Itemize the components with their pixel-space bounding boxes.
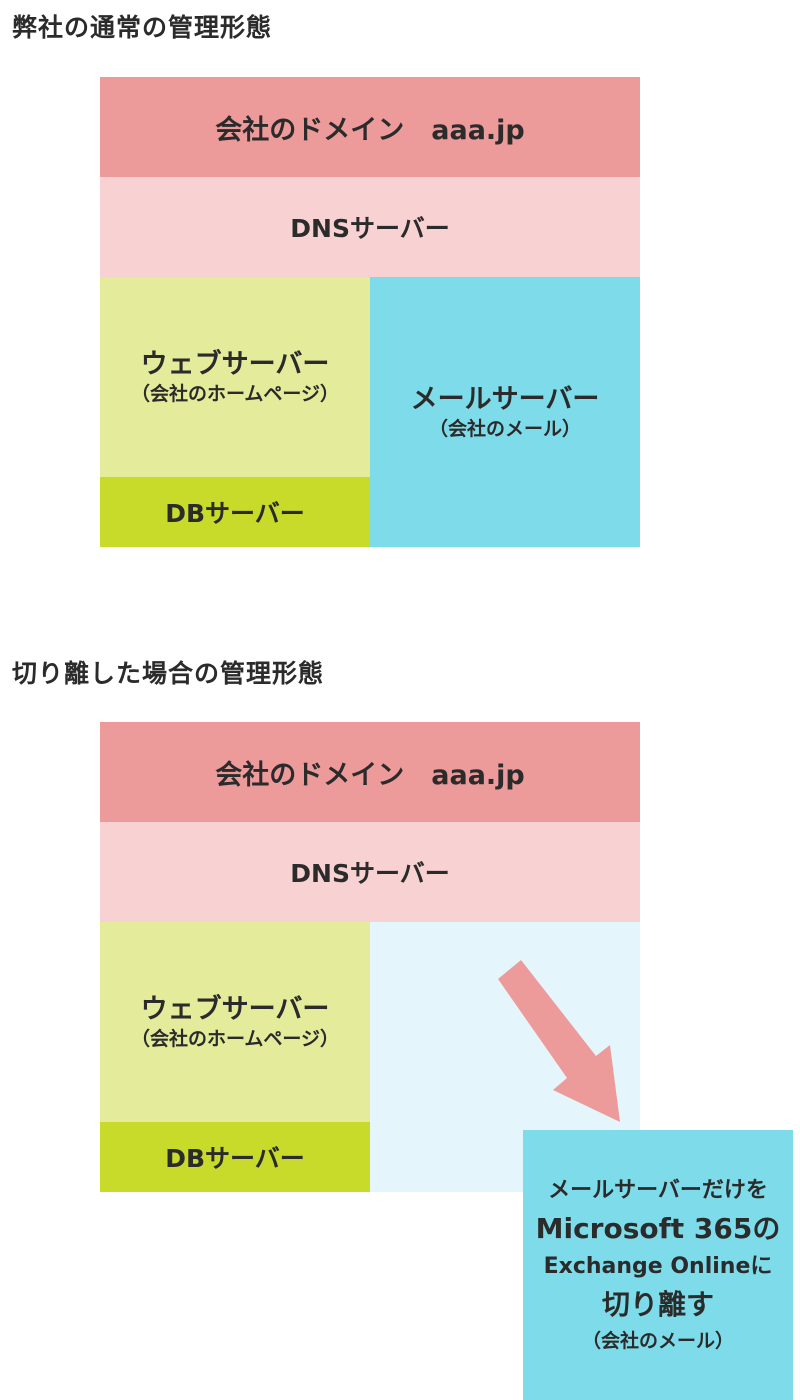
- exchange-online-callout: メールサーバーだけを Microsoft 365の Exchange Onlin…: [523, 1130, 793, 1400]
- web-server-box: ウェブサーバー （会社のホームページ）: [100, 277, 370, 477]
- callout-line-2: Microsoft 365の: [535, 1212, 781, 1245]
- web-server-label: ウェブサーバー: [140, 349, 330, 380]
- callout-line-5: （会社のメール）: [581, 1330, 734, 1352]
- dns-server-box-2: DNSサーバー: [100, 822, 640, 922]
- db-server-label: DBサーバー: [165, 499, 305, 528]
- callout-line-3: Exchange Onlineに: [543, 1254, 773, 1279]
- db-server-box-2: DBサーバー: [100, 1122, 370, 1192]
- callout-line-4: 切り離す: [601, 1288, 714, 1321]
- section-title-normal: 弊社の通常の管理形態: [12, 13, 273, 42]
- arrow-shape: [498, 960, 620, 1122]
- mail-server-label: メールサーバー: [410, 384, 600, 415]
- dns-server-box: DNSサーバー: [100, 177, 640, 277]
- mail-server-box: メールサーバー （会社のメール）: [370, 277, 640, 547]
- web-server-sublabel-2: （会社のホームページ）: [130, 1028, 340, 1050]
- web-server-label-2: ウェブサーバー: [140, 994, 330, 1025]
- web-server-sublabel: （会社のホームページ）: [130, 383, 340, 405]
- dns-server-label-2: DNSサーバー: [290, 859, 450, 888]
- dns-server-label: DNSサーバー: [290, 214, 450, 243]
- domain-box-2: 会社のドメイン aaa.jp: [100, 722, 640, 822]
- callout-line-1: メールサーバーだけを: [548, 1178, 768, 1203]
- db-server-box: DBサーバー: [100, 477, 370, 547]
- domain-label-2: 会社のドメイン aaa.jp: [215, 759, 525, 791]
- section-title-separated: 切り離した場合の管理形態: [12, 659, 325, 688]
- domain-label: 会社のドメイン aaa.jp: [215, 114, 525, 146]
- mail-server-sublabel: （会社のメール）: [428, 418, 581, 440]
- db-server-label-2: DBサーバー: [165, 1144, 305, 1173]
- domain-box: 会社のドメイン aaa.jp: [100, 77, 640, 177]
- web-server-box-2: ウェブサーバー （会社のホームページ）: [100, 922, 370, 1122]
